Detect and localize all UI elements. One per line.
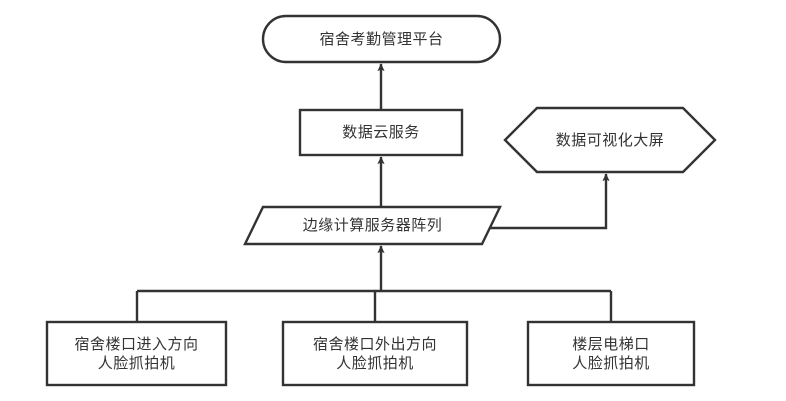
node-shape-visualization-screen bbox=[503, 106, 717, 174]
node-shape-camera-exit bbox=[281, 320, 469, 387]
node-camera-exit[interactable] bbox=[283, 322, 467, 385]
node-shape-cloud-service bbox=[298, 108, 464, 157]
node-shape-camera-elevator bbox=[526, 320, 696, 387]
connector-servers-to-screen bbox=[489, 173, 610, 230]
node-visualization-screen[interactable] bbox=[505, 108, 715, 172]
node-shape-platform bbox=[261, 14, 502, 64]
node-camera-elevator[interactable] bbox=[528, 322, 694, 385]
node-cloud-service[interactable] bbox=[300, 110, 462, 155]
node-shape-edge-servers bbox=[243, 205, 502, 246]
node-camera-entry[interactable] bbox=[47, 322, 226, 385]
node-platform[interactable] bbox=[263, 16, 500, 62]
node-edge-servers[interactable] bbox=[245, 207, 500, 244]
